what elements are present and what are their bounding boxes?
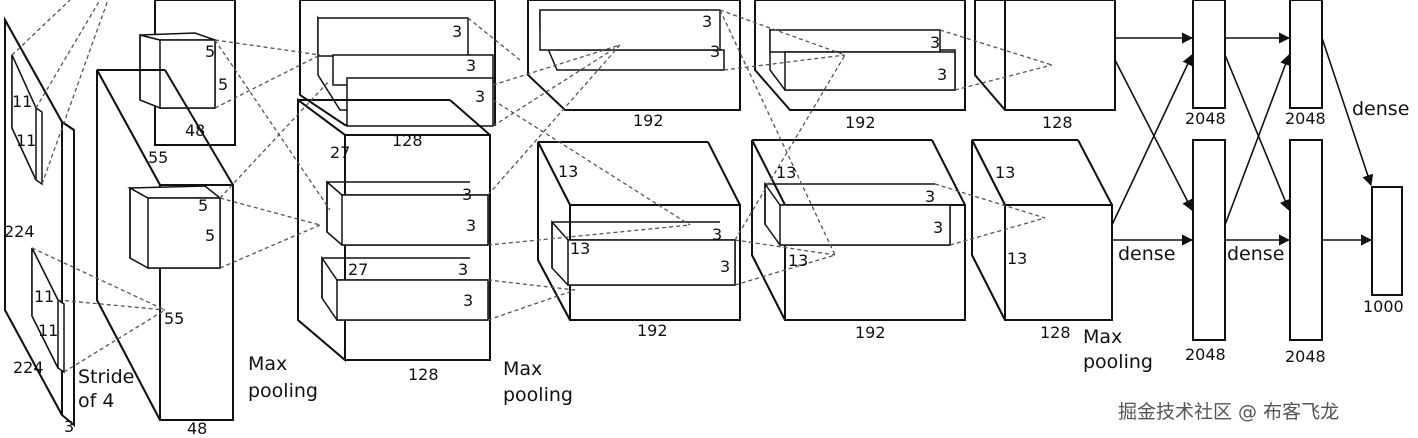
- conv3-kernel2-label-a: 3: [712, 225, 722, 244]
- input-kernel-label-a: 11: [12, 92, 32, 111]
- dense1-units-top: 2048: [1185, 109, 1226, 128]
- dense1-units-bottom: 2048: [1185, 345, 1226, 364]
- conv4-size-inner-label: 13: [788, 251, 808, 270]
- dense-label-1: dense: [1118, 243, 1175, 265]
- conv2-volume: [297, 0, 496, 363]
- conv1-kernel-label-b: 5: [218, 75, 228, 94]
- receptive-field-lines: [11, 0, 1053, 373]
- conv2-kernel-label-a: 3: [452, 22, 462, 41]
- dense-label-2: dense: [1227, 243, 1284, 265]
- conv4-kernel2-label-b: 3: [933, 218, 943, 237]
- conv3-kernel-label-b: 3: [710, 42, 720, 61]
- pool3-label-line1: Max: [1083, 326, 1122, 348]
- conv2-depth-label-bottom: 128: [408, 365, 439, 384]
- conv2-size-inner-label: 27: [348, 260, 368, 279]
- conv1-kernel-label-a: 5: [205, 42, 215, 61]
- conv4-size-label: 13: [776, 163, 796, 182]
- output-units: 1000: [1363, 297, 1404, 316]
- pool2-label-line1: Max: [503, 358, 542, 380]
- conv3-depth-label-bottom: 192: [637, 321, 668, 340]
- dense2-units-bottom: 2048: [1285, 347, 1326, 366]
- input-kernel2-label-b: 11: [38, 321, 58, 340]
- labels: 11 11 224 11 11 224 3 Stride of 4 5 5 48…: [4, 12, 1409, 438]
- conv4-kernel-label-a: 3: [930, 33, 940, 52]
- stride-label-line2: of 4: [78, 390, 114, 412]
- conv1-depth-label-bottom: 48: [187, 419, 207, 438]
- conv1-volume: [96, 0, 236, 421]
- pool1-label-line1: Max: [248, 353, 287, 375]
- conv2-kernel-label-c: 3: [475, 87, 485, 106]
- conv1-depth-label-top: 48: [185, 121, 205, 140]
- conv4-kernel2-label-a: 3: [925, 187, 935, 206]
- conv3-size-inner-label: 13: [570, 239, 590, 258]
- conv1-size-label: 55: [148, 148, 168, 167]
- input-kernel-label-b: 11: [16, 131, 36, 150]
- input-width-label: 224: [4, 222, 35, 241]
- input-height-label: 224: [13, 358, 44, 377]
- conv1-size-bottom-label: 55: [164, 309, 184, 328]
- conv3-depth-label-top: 192: [633, 111, 664, 130]
- watermark-text: 掘金技术社区 @ 布客飞龙: [1118, 401, 1339, 423]
- conv4-depth-label-bottom: 192: [855, 323, 886, 342]
- dense-layers: [1192, 0, 1403, 341]
- conv3-kernel-label-a: 3: [702, 12, 712, 31]
- conv5-size-inner-label: 13: [1007, 249, 1027, 268]
- conv3-volume: [527, 0, 741, 321]
- conv2-kernel3-label-b: 3: [463, 291, 473, 310]
- conv2-size-label: 27: [330, 143, 350, 162]
- conv2-kernel2-label-b: 3: [466, 216, 476, 235]
- stride-label-line1: Stride: [78, 366, 134, 388]
- conv3-size-label: 13: [558, 162, 578, 181]
- input-kernel2-label-a: 11: [34, 287, 54, 306]
- conv4-depth-label-top: 192: [845, 113, 876, 132]
- conv5-depth-label-bottom: 128: [1040, 323, 1071, 342]
- conv5-volume: [971, 0, 1116, 321]
- dense2-units-top: 2048: [1285, 109, 1326, 128]
- conv5-size-label: 13: [995, 163, 1015, 182]
- pool2-label-line2: pooling: [503, 384, 573, 406]
- conv4-volume: [751, 0, 966, 321]
- conv1-kernel2-label-b: 5: [205, 226, 215, 245]
- conv1-kernel2-label-a: 5: [198, 196, 208, 215]
- input-depth-label: 3: [64, 417, 74, 436]
- pool3-label-line2: pooling: [1083, 351, 1153, 373]
- conv2-kernel3-label-a: 3: [458, 260, 468, 279]
- dense-label-3: dense: [1352, 98, 1409, 120]
- conv2-kernel-label-b: 3: [466, 56, 476, 75]
- input-volume: [4, 16, 75, 428]
- dense-arrows: [1111, 32, 1374, 246]
- conv3-kernel2-label-b: 3: [720, 257, 730, 276]
- conv2-depth-label-top: 128: [392, 131, 423, 150]
- conv2-kernel2-label-a: 3: [462, 185, 472, 204]
- pool1-label-line2: pooling: [248, 380, 318, 402]
- conv5-depth-label-top: 128: [1042, 113, 1073, 132]
- conv4-kernel-label-b: 3: [937, 65, 947, 84]
